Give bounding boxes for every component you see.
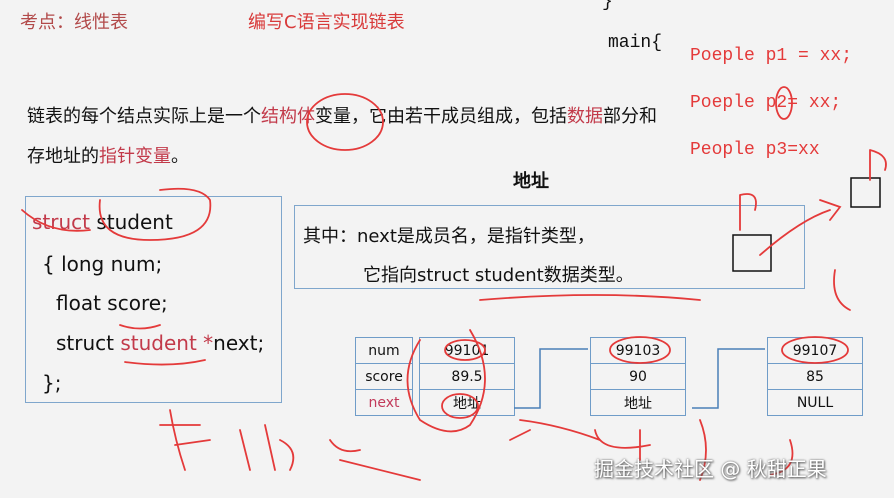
text: 。 xyxy=(171,146,189,167)
struct-line: }; xyxy=(42,371,62,395)
pointer-arrow xyxy=(514,348,588,409)
handwritten-code-line: Poeple p1 = xx; xyxy=(690,46,853,66)
handwriting-strokes xyxy=(21,86,887,481)
topic-heading: 考点：线性表 xyxy=(20,12,128,33)
code-brace: } xyxy=(602,0,613,12)
slide-subtitle: 编写C语言实现链表 xyxy=(248,12,405,33)
node-next: 地址 xyxy=(590,389,686,416)
node-next: 地址 xyxy=(419,389,515,416)
handwritten-code-line: Poeple p2= xx; xyxy=(690,93,842,113)
paragraph-line-2: 存地址的指针变量。 xyxy=(27,142,189,168)
code-main: main{ xyxy=(608,33,663,53)
label-next: next xyxy=(355,389,413,416)
text: next; xyxy=(213,331,265,355)
label-score: score xyxy=(355,363,413,390)
text: 链表的每个结点实际上是一个 xyxy=(27,106,261,127)
info-line: 其中：next是成员名，是指针类型， xyxy=(303,226,595,247)
highlight: 指针变量 xyxy=(99,146,171,167)
node-2: 99103 90 地址 xyxy=(590,337,686,416)
field-label-column: num score next xyxy=(355,337,413,416)
text: 部分和 xyxy=(603,106,657,127)
node-3: 99107 85 NULL xyxy=(767,337,863,416)
text: 变量，它由若干成员组成，包括 xyxy=(315,106,567,127)
node-score: 90 xyxy=(590,363,686,390)
info-box: 其中：next是成员名，是指针类型， 它指向struct student数据类型… xyxy=(294,205,805,289)
info-line: 它指向struct student数据类型。 xyxy=(363,265,634,286)
node-next: NULL xyxy=(767,389,863,416)
highlight: student * xyxy=(120,331,214,355)
highlight: 数据 xyxy=(567,106,603,127)
struct-line: float score; xyxy=(56,291,168,315)
node-num: 99103 xyxy=(590,337,686,364)
handwritten-code-line: People p3=xx xyxy=(690,140,820,160)
text: 存地址的 xyxy=(27,146,99,167)
paragraph-line-1: 链表的每个结点实际上是一个结构体变量，它由若干成员组成，包括数据部分和 xyxy=(27,102,657,128)
pointer-arrows xyxy=(514,348,765,409)
watermark: 掘金技术社区 @ 秋甜正果 xyxy=(594,457,827,481)
pointer-arrow xyxy=(692,348,765,409)
node-score: 89.5 xyxy=(419,363,515,390)
node-score: 85 xyxy=(767,363,863,390)
address-label: 地址 xyxy=(513,171,549,192)
highlight: 结构体 xyxy=(261,106,315,127)
text: struct xyxy=(56,331,121,355)
struct-line: struct student *next; xyxy=(56,331,264,355)
struct-line: { long num; xyxy=(42,252,163,276)
node-1: 99101 89.5 地址 xyxy=(419,337,515,416)
label-num: num xyxy=(355,337,413,364)
